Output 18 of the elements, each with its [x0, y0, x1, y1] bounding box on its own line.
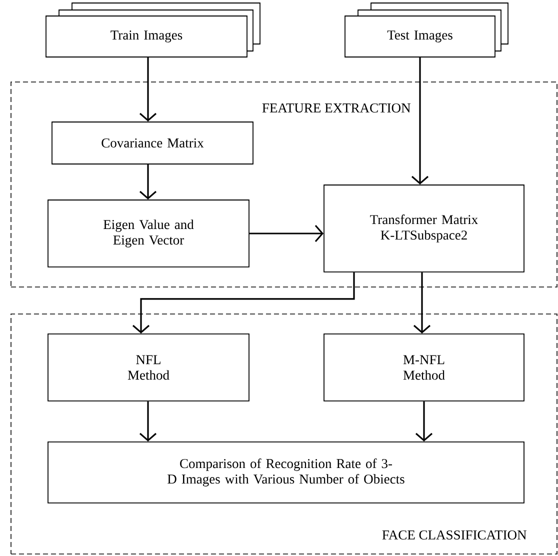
- process-box: Transformer Matrix K-LTSubspace2: [324, 184, 524, 272]
- arrow: [415, 401, 433, 442]
- process-box: M-NFL Method: [324, 334, 524, 402]
- arrow: [139, 164, 157, 200]
- process-box: Eigen Value and Eigen Vector: [48, 200, 250, 268]
- process-box: Covariance Matrix: [52, 122, 254, 164]
- arrow: [132, 272, 355, 334]
- arrow: [411, 57, 429, 185]
- arrow: [249, 224, 324, 242]
- arrow: [139, 401, 157, 442]
- arrow: [413, 272, 431, 334]
- process-box: Comparison of Recognition Rate of 3-D Images with Various Number of Obiects: [48, 442, 524, 504]
- document-stack: Test Images: [344, 2, 508, 58]
- group-label: FACE CLASSIFICATION: [382, 530, 526, 540]
- group-label: FEATURE EXTRACTION: [262, 103, 410, 113]
- process-box: NFL Method: [48, 334, 250, 402]
- arrow: [139, 57, 157, 122]
- document-stack: Train Images: [46, 2, 260, 58]
